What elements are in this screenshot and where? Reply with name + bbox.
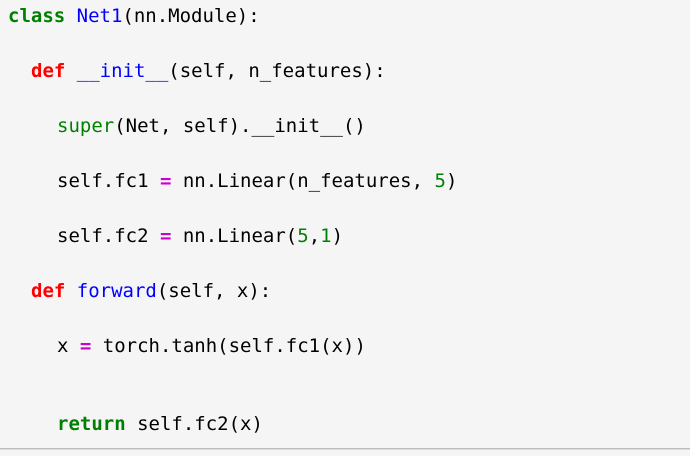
code-token-def: def [31,280,66,302]
code-token-name: __init__ [76,60,169,82]
code-token-builtin: super [57,115,115,137]
code-token-kw: return [57,413,126,435]
code-token-plain: self.fc1 [57,170,160,192]
code-token-plain: self.fc2(x) [125,413,263,435]
code-token-plain: , [308,225,321,247]
code-token-plain: self.fc2 [57,225,160,247]
code-token-plain: torch.tanh(self.fc1(x)) [91,335,366,357]
bottom-divider [0,448,690,449]
code-token-name: Net1 [76,5,123,27]
code-token-plain: (nn.Module): [122,5,260,27]
code-token-num: 5 [297,225,309,247]
code-token-plain: (self, n_features): [168,60,386,82]
code-line: def forward(self, x): [0,279,271,303]
code-token-plain: nn.Linear(n_features, [171,170,435,192]
code-token-kw: class [8,5,66,27]
code-token-op: = [159,170,172,192]
bottom-divider-shadow [0,449,690,450]
code-line: class Net1(nn.Module): [0,4,260,28]
code-line: return self.fc2(x) [0,412,263,436]
code-line: x = torch.tanh(self.fc1(x)) [0,334,366,358]
code-token-plain [65,280,76,302]
code-line: self.fc1 = nn.Linear(n_features, 5) [0,169,457,193]
code-token-plain: x [57,335,80,357]
code-token-op: = [79,335,92,357]
code-token-plain: nn.Linear( [171,225,298,247]
code-token-plain: (self, x): [156,280,272,302]
code-token-plain: (Net, self).__init__() [114,115,366,137]
code-token-num: 5 [434,170,446,192]
code-token-plain [65,5,76,27]
code-token-name: forward [76,280,157,302]
code-line: super(Net, self).__init__() [0,114,366,138]
code-token-num: 1 [320,225,332,247]
code-token-plain [65,60,76,82]
code-token-op: = [159,225,172,247]
code-token-def: def [31,60,66,82]
code-line: self.fc2 = nn.Linear(5,1) [0,224,343,248]
code-line: def __init__(self, n_features): [0,59,386,83]
code-token-plain: ) [331,225,344,247]
code-token-plain: ) [445,170,458,192]
